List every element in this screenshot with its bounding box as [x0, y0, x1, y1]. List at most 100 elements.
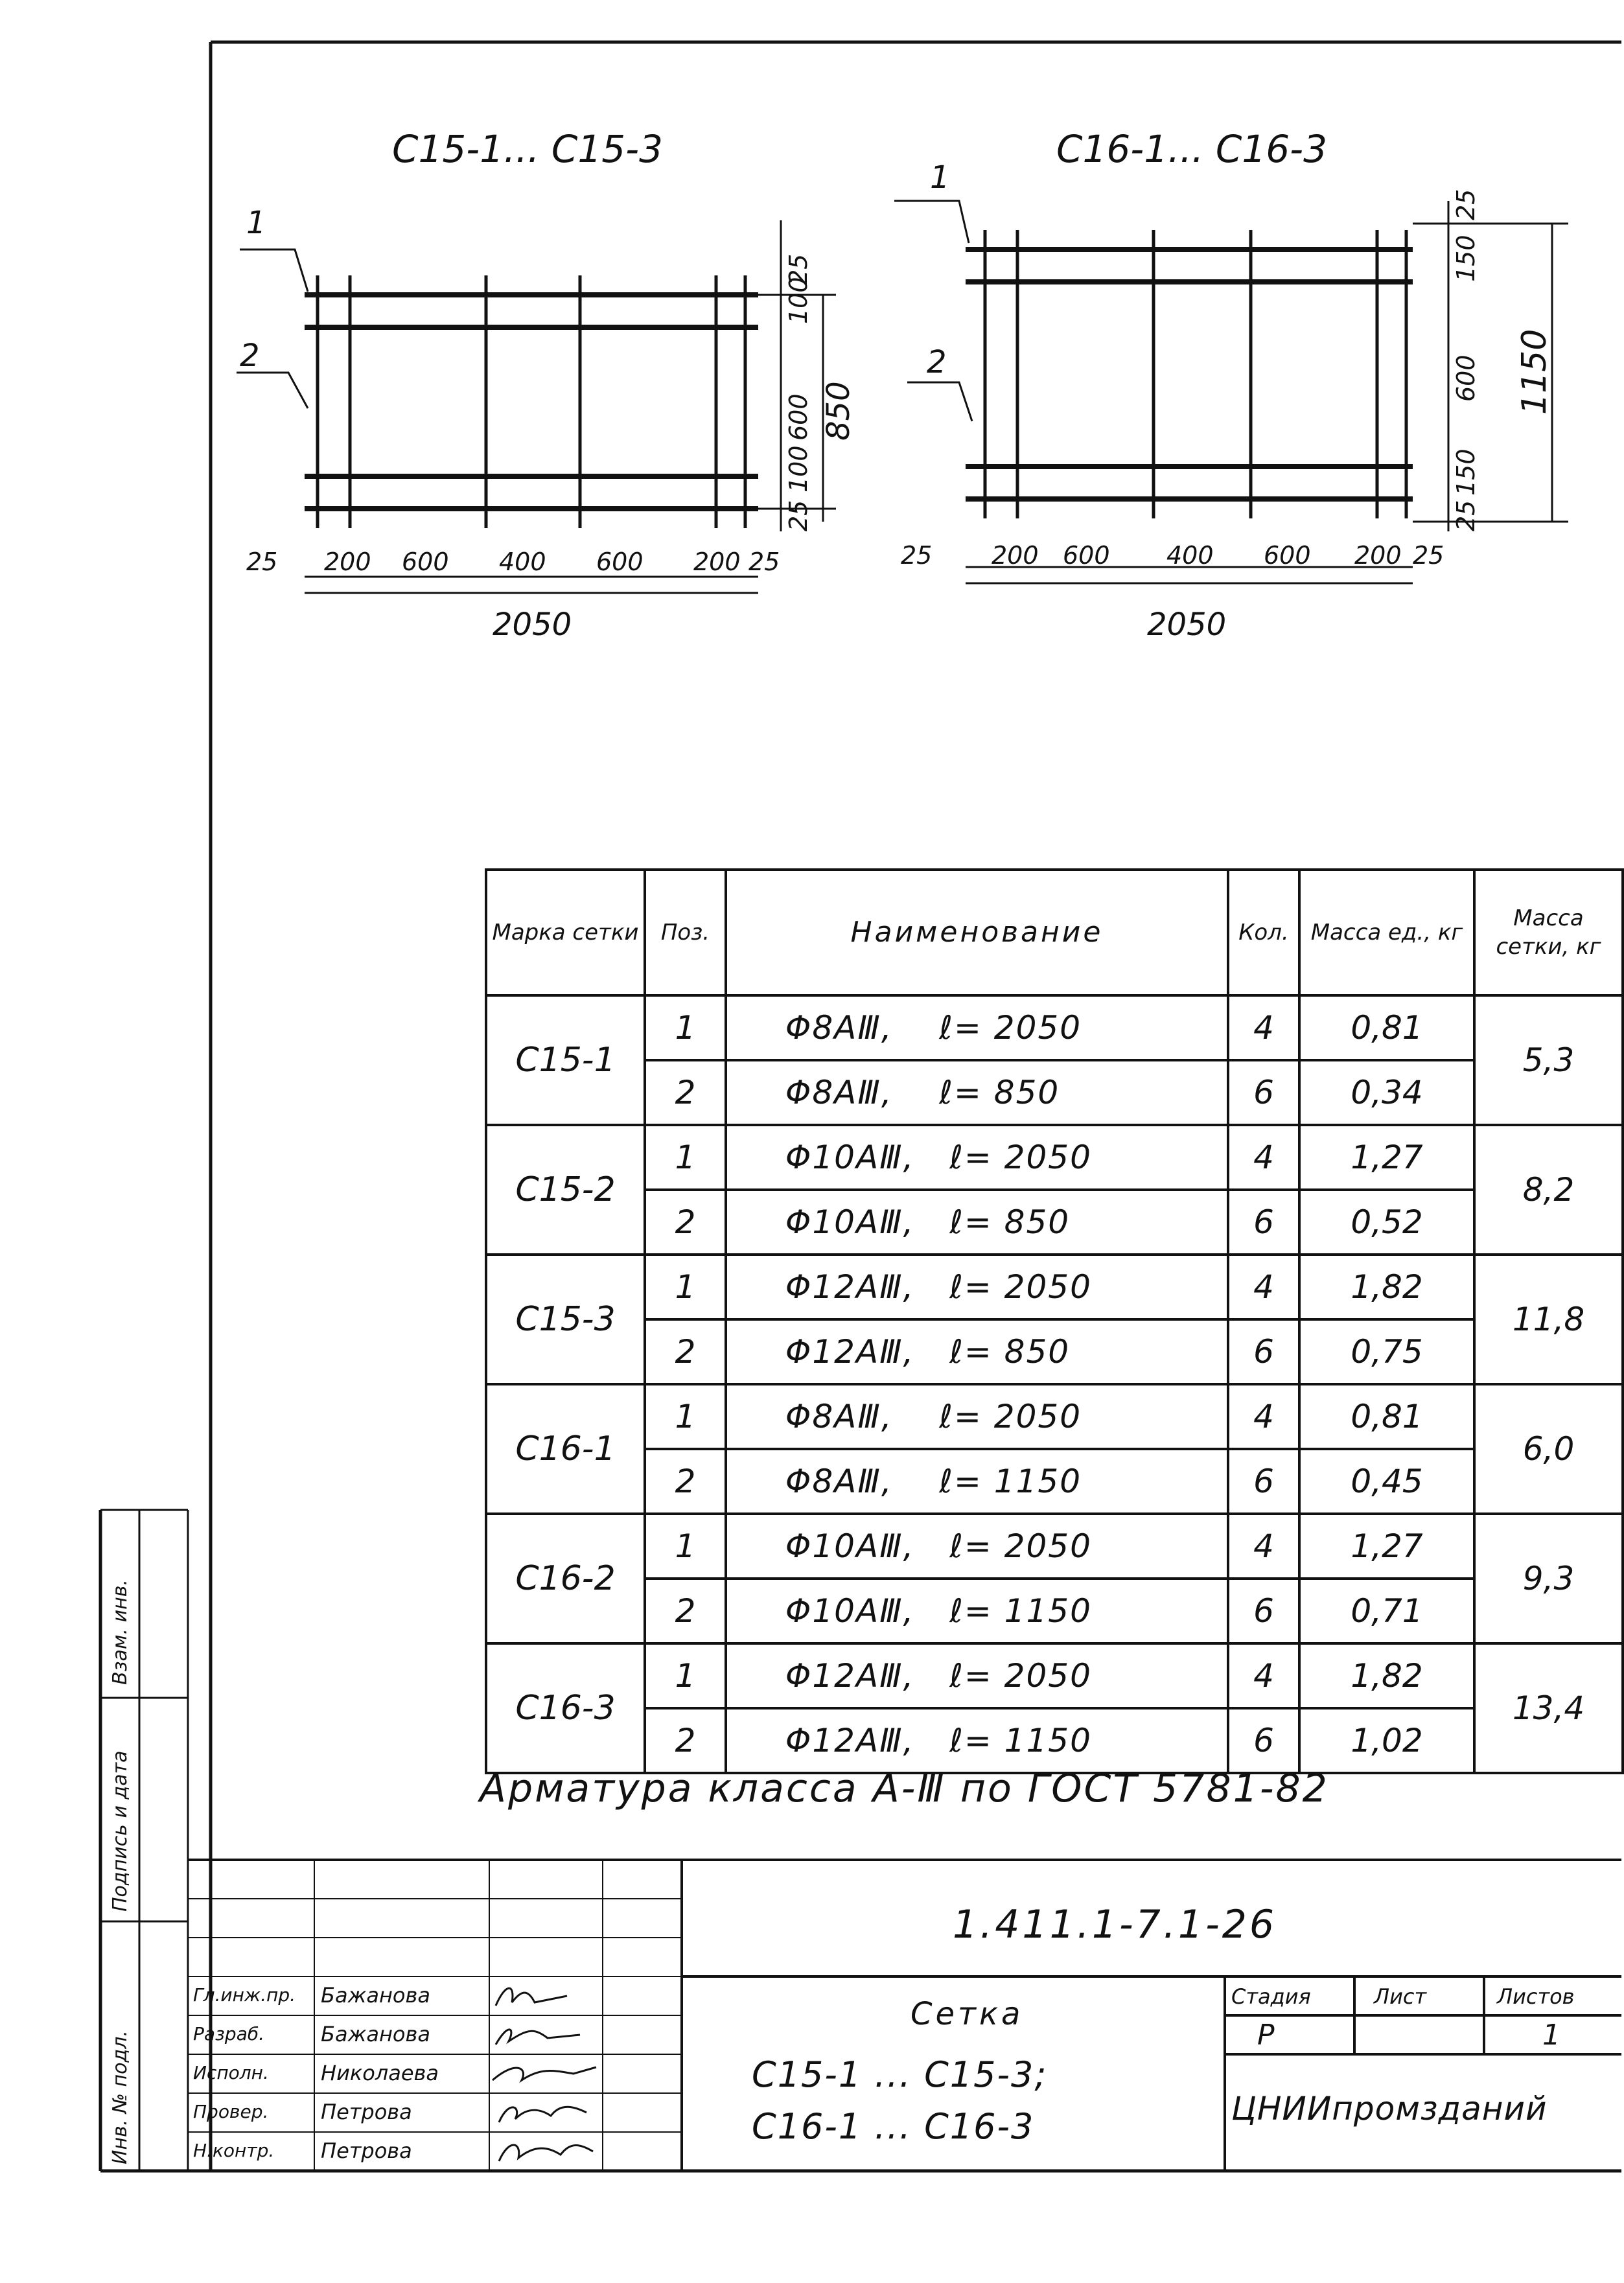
pos-cell: 2 — [644, 1059, 727, 1126]
qty-cell: 4 — [1227, 1642, 1301, 1709]
dim-bottom: 600 — [596, 548, 644, 576]
unit-mass-cell: 0,52 — [1298, 1188, 1476, 1256]
name-cell: Φ10АⅢ, ℓ= 1150 — [725, 1577, 1229, 1645]
name-cell: Φ12АⅢ, ℓ= 2050 — [725, 1642, 1229, 1709]
sheet-name-line2: С16-1 ... С16-3 — [752, 2106, 1035, 2147]
pos-cell: 2 — [644, 1577, 727, 1645]
pos-cell: 2 — [644, 1318, 727, 1385]
mesh-drawing-left: С15-1... С15-3 1 2 25 200 600 400 600 20… — [237, 127, 857, 643]
reinforcement-caption: Арматура класса А-Ⅲ по ГОСТ 5781-82 — [480, 1766, 1329, 1811]
pos-label-2: 2 — [927, 344, 947, 380]
pos-cell: 2 — [644, 1188, 727, 1256]
dim-right: 150 — [1452, 235, 1480, 282]
pos-cell: 2 — [644, 1448, 727, 1515]
header-pos: Поз. — [644, 868, 727, 997]
header-name: Наименование — [725, 868, 1229, 997]
pos-label-1: 1 — [246, 205, 266, 241]
unit-mass-cell: 1,82 — [1298, 1642, 1476, 1709]
mesh-mass-cell: 6,0 — [1473, 1383, 1624, 1515]
role-norm-control: Н.контр. — [193, 2140, 275, 2161]
qty-cell: 6 — [1227, 1707, 1301, 1774]
dim-bottom: 600 — [1063, 541, 1110, 570]
dim-bottom: 25 — [748, 548, 780, 576]
person-name: Петрова — [321, 2100, 412, 2124]
stage-value: Р — [1257, 2019, 1275, 2052]
sheet-header: Лист — [1374, 1984, 1427, 2009]
sheets-header: Листов — [1497, 1984, 1575, 2009]
drawing-title: С15-1... С15-3 — [392, 127, 663, 171]
dim-bottom: 200 — [1354, 541, 1402, 570]
organization: ЦНИИпромзданий — [1231, 2090, 1548, 2127]
dim-bottom: 200 — [992, 541, 1039, 570]
pos-cell: 1 — [644, 1512, 727, 1580]
dim-right: 100 — [784, 277, 813, 324]
pos-cell: 1 — [644, 994, 727, 1061]
qty-cell: 4 — [1227, 1253, 1301, 1321]
qty-cell: 6 — [1227, 1188, 1301, 1256]
unit-mass-cell: 0,71 — [1298, 1577, 1476, 1645]
qty-cell: 6 — [1227, 1318, 1301, 1385]
dim-right: 25 — [784, 500, 813, 531]
qty-cell: 6 — [1227, 1059, 1301, 1126]
unit-mass-cell: 1,27 — [1298, 1124, 1476, 1191]
dim-bottom: 200 — [693, 548, 741, 576]
role-chief-engineer: Гл.инж.пр. — [193, 1984, 296, 2006]
role-developer: Разраб. — [193, 2023, 265, 2045]
dim-bottom: 25 — [246, 548, 277, 576]
unit-mass-cell: 1,27 — [1298, 1512, 1476, 1580]
dim-right: 600 — [784, 393, 813, 441]
title-block: 1.411.1-7.1-26 Гл.инж.пр. Разраб. Исполн… — [188, 1859, 1621, 2171]
mesh-mass-cell: 8,2 — [1473, 1124, 1624, 1256]
name-cell: Φ12АⅢ, ℓ= 2050 — [725, 1253, 1229, 1321]
side-label-signature: Подпись и дата — [109, 1750, 132, 1912]
mesh-mark-cell: С15-2 — [485, 1124, 646, 1256]
name-cell: Φ10АⅢ, ℓ= 2050 — [725, 1124, 1229, 1191]
header-mark: Марка сетки — [485, 868, 646, 997]
title-block-grid — [188, 1859, 1621, 2171]
mesh-mass-cell: 5,3 — [1473, 994, 1624, 1126]
dim-right: 150 — [1452, 448, 1480, 496]
role-checker: Провер. — [193, 2101, 269, 2122]
name-cell: Φ8АⅢ, ℓ= 1150 — [725, 1448, 1229, 1515]
dim-total-width: 2050 — [1147, 607, 1226, 643]
person-name: Бажанова — [321, 1983, 430, 2008]
pos-label-1: 1 — [930, 159, 950, 196]
pos-cell: 2 — [644, 1707, 727, 1774]
mesh-mass-cell: 9,3 — [1473, 1512, 1624, 1645]
qty-cell: 4 — [1227, 994, 1301, 1061]
pos-cell: 1 — [644, 1383, 727, 1450]
header-mesh-mass: Масса сетки, кг — [1473, 868, 1624, 997]
dim-bottom: 400 — [1166, 541, 1214, 570]
mesh-drawing-right: С16-1... С16-3 1 2 25 200 600 400 600 20… — [894, 127, 1568, 643]
qty-cell: 4 — [1227, 1383, 1301, 1450]
unit-mass-cell: 0,34 — [1298, 1059, 1476, 1126]
mesh-mass-cell: 13,4 — [1473, 1642, 1624, 1774]
dim-right: 25 — [784, 254, 813, 285]
dim-bottom: 600 — [1264, 541, 1311, 570]
dim-right: 25 — [1452, 500, 1480, 531]
header-qty: Кол. — [1227, 868, 1301, 997]
stage-header: Стадия — [1231, 1984, 1311, 2009]
mesh-mark-cell: С15-1 — [485, 994, 646, 1126]
name-cell: Φ8АⅢ, ℓ= 850 — [725, 1059, 1229, 1126]
name-cell: Φ10АⅢ, ℓ= 2050 — [725, 1512, 1229, 1580]
pos-cell: 1 — [644, 1642, 727, 1709]
dim-bottom: 400 — [499, 548, 546, 576]
signatures — [492, 1987, 597, 2162]
qty-cell: 6 — [1227, 1448, 1301, 1515]
dim-bottom: 25 — [901, 541, 932, 570]
dim-total-width: 2050 — [493, 607, 572, 643]
dim-right: 100 — [784, 445, 813, 493]
name-cell: Φ12АⅢ, ℓ= 850 — [725, 1318, 1229, 1385]
name-cell: Φ8АⅢ, ℓ= 2050 — [725, 1383, 1229, 1450]
dim-total-height: 1150 — [1515, 329, 1554, 415]
qty-cell: 4 — [1227, 1124, 1301, 1191]
name-cell: Φ12АⅢ, ℓ= 1150 — [725, 1707, 1229, 1774]
